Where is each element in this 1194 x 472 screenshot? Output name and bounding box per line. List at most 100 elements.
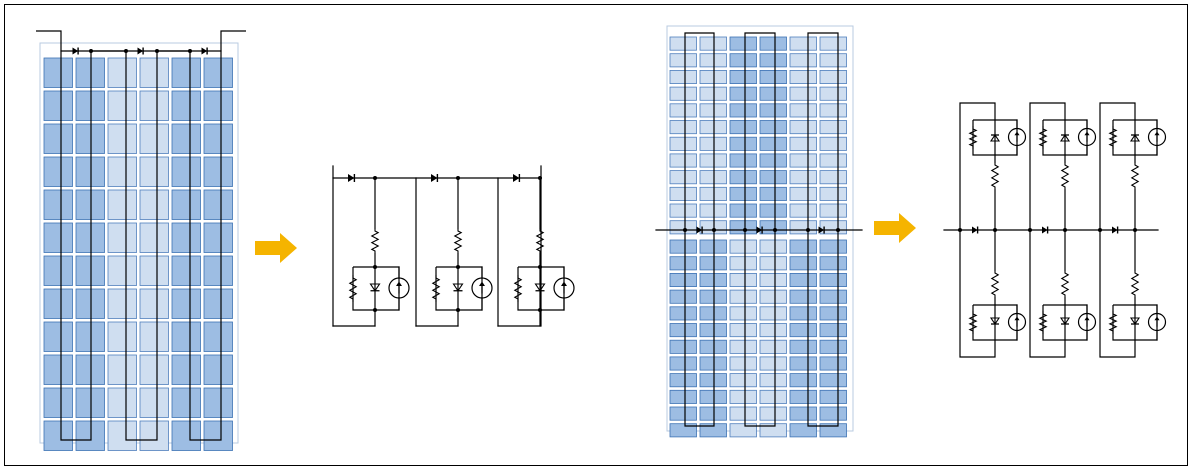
diode-triangle (1112, 226, 1118, 234)
right-panel-bottom-cell (819, 406, 847, 421)
left-panel-cell (203, 123, 233, 154)
right-panel-top-cell (669, 153, 697, 168)
junction-dot (1028, 228, 1032, 232)
source-arrow-head (1154, 316, 1160, 321)
right-panel-bottom-cell (819, 339, 847, 354)
right-panel-bottom-cell (789, 373, 817, 388)
right-panel-bottom-cell (669, 406, 697, 421)
left-panel-cell (139, 321, 169, 352)
wire (959, 102, 996, 230)
left-panel-cell (171, 123, 201, 154)
right-panel-top-cell (669, 53, 697, 68)
left-panel-cell (171, 321, 201, 352)
left-panel-cell (203, 222, 233, 253)
diode-icon (1059, 134, 1071, 142)
right-panel-bottom-cell (819, 289, 847, 304)
right-panel-bottom-cell (729, 239, 757, 254)
junction-dot (773, 228, 777, 232)
diode-triangle (972, 226, 978, 234)
diode-triangle (989, 317, 1001, 325)
junction-dot (1098, 228, 1102, 232)
right-panel-top-cell (819, 153, 847, 168)
right-panel-top-cell (699, 186, 727, 201)
left-panel-cell (107, 354, 137, 385)
shunt-resistor-icon (1108, 311, 1118, 334)
diode-triangle (1042, 226, 1048, 234)
diode-triangle (989, 134, 1001, 142)
right-panel-top-cell (789, 86, 817, 101)
left-panel-cell (203, 189, 233, 220)
right-panel-top-cell (789, 36, 817, 51)
right-panel-bottom-cell (759, 423, 787, 438)
right-panel-bottom-cell (729, 256, 757, 271)
junction-dot (89, 49, 93, 53)
right-panel-top-cell (699, 153, 727, 168)
diode-triangle (369, 283, 381, 292)
right-panel-top-cell (669, 86, 697, 101)
source-arrow-head (1154, 131, 1160, 136)
diode-icon (1059, 317, 1071, 325)
bypass-diode-icon (431, 174, 439, 182)
right-panel-bottom-cell (669, 239, 697, 254)
diode-triangle (513, 174, 520, 182)
right-panel-top-cell (669, 170, 697, 185)
left-panel-cell (43, 222, 73, 253)
left-panel-cell (139, 90, 169, 121)
right-panel-top-cell (819, 120, 847, 135)
right-panel-bottom-cell (789, 306, 817, 321)
left-panel-cell (203, 354, 233, 385)
string-wire (684, 32, 715, 230)
right-panel-bottom-cell (789, 289, 817, 304)
right-panel-bottom-cell (819, 389, 847, 404)
right-panel-top-cell (819, 203, 847, 218)
string-wire (807, 32, 839, 230)
right-panel-top-cell (819, 186, 847, 201)
right-panel-bottom-cell (669, 389, 697, 404)
source-arrow-head (1084, 131, 1090, 136)
diode-icon (989, 317, 1001, 325)
right-panel-bottom-cell (789, 389, 817, 404)
left-panel-cell (43, 387, 73, 418)
bypass-diode-icon (696, 226, 703, 234)
right-panel-bottom-cell (759, 272, 787, 287)
right-panel-bottom-cell (759, 339, 787, 354)
source-arrow-head (1014, 131, 1020, 136)
source-arrow-head (1084, 316, 1090, 321)
diode-triangle (696, 226, 703, 234)
left-panel-cell (43, 189, 73, 220)
left-panel-cell (107, 57, 137, 88)
series-resistor-icon (1060, 162, 1070, 190)
left-panel-cell (171, 156, 201, 187)
bypass-diode-icon (972, 226, 979, 234)
cell-equivalent-block (1098, 102, 1167, 358)
junction-dot (683, 228, 687, 232)
shunt-resistor-icon (513, 275, 523, 302)
right-panel-bottom-cell (669, 423, 697, 438)
right-panel-top-cell (669, 70, 697, 85)
left-panel-cell (107, 420, 137, 451)
right-panel-bottom-cell (669, 256, 697, 271)
right-panel-bottom-cell (819, 256, 847, 271)
right-panel-top-cell (729, 86, 757, 101)
right-panel-bottom-cell (669, 356, 697, 371)
left-panel-cell (171, 354, 201, 385)
wire (1029, 102, 1066, 230)
left-panel-cell (75, 387, 105, 418)
junction-dot (188, 49, 192, 53)
right-panel-top-cell (669, 220, 697, 235)
diode-icon (989, 134, 1001, 142)
right-panel-bottom-cell (759, 256, 787, 271)
string-wire (744, 230, 776, 427)
right-panel-bottom-cell (759, 373, 787, 388)
right-solar-panel (655, 25, 863, 438)
bypass-diode-icon (348, 174, 356, 182)
diode-triangle (818, 226, 825, 234)
right-panel-top-cell (669, 103, 697, 118)
right-panel-bottom-cell (789, 256, 817, 271)
right-panel-bottom-cell (669, 339, 697, 354)
right-panel-bottom-cell (819, 356, 847, 371)
left-panel-cell (139, 420, 169, 451)
right-conversion-arrow (874, 213, 916, 243)
right-panel-bottom-cell (759, 323, 787, 338)
